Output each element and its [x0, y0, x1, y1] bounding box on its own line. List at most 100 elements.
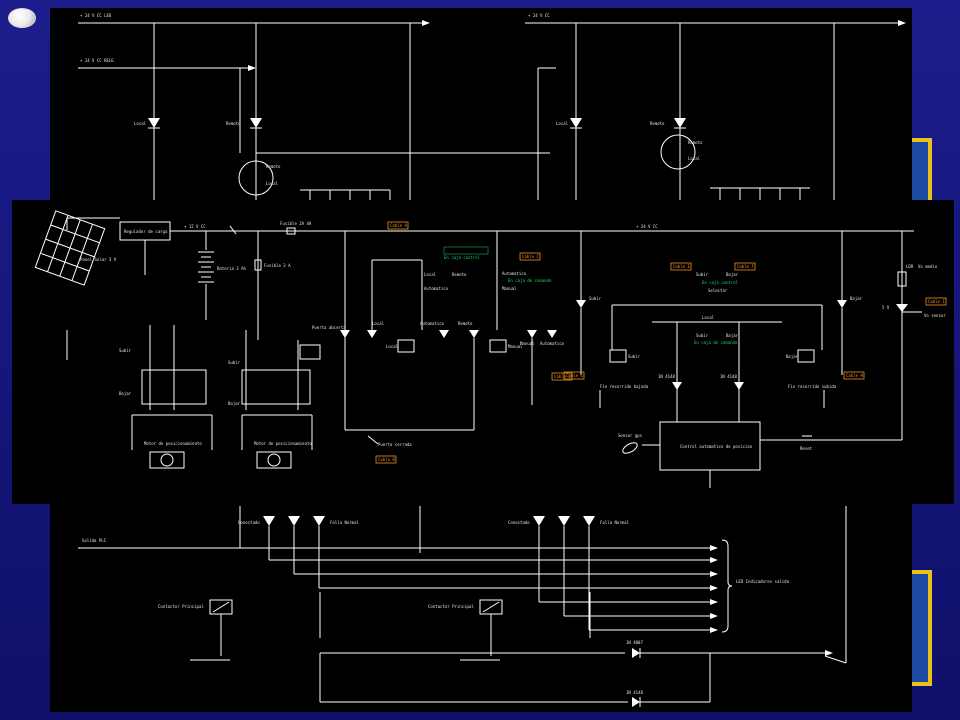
led-local-right-label: Local	[556, 121, 569, 126]
led-group-brace	[721, 539, 733, 633]
subir-led-label: Subir	[589, 296, 602, 301]
diode-1-label: 1N 4148	[658, 374, 675, 379]
cable-e-box	[670, 262, 692, 271]
led-local-left	[148, 118, 160, 129]
auto-label: Automatico	[502, 271, 527, 276]
motor-left-body	[149, 451, 185, 469]
motor-left-bajar: Bajar	[119, 391, 132, 396]
manual-led-label: Manual	[520, 341, 535, 346]
leds-right-bottom	[533, 516, 595, 526]
auto-led-label: Automatico	[420, 321, 445, 326]
en-caja-comando-label: En caja de comando	[508, 278, 552, 283]
motor-right-bajar: Bajar	[228, 401, 241, 406]
cable-h-box	[843, 371, 865, 380]
transistor-right-local: Local	[688, 156, 701, 161]
contactor-right-label: Contactor Principal	[428, 604, 474, 609]
fin-recorrido-bajada: Fin recorrido bajada	[600, 384, 649, 389]
subir-relay	[609, 349, 627, 363]
leds-left-bottom	[263, 516, 325, 526]
led-local-right	[570, 118, 582, 129]
cable-e-label: Cable E	[673, 264, 690, 269]
ldr-label: LDR	[906, 264, 914, 269]
subir-switch-label-2: Subir	[696, 333, 709, 338]
reset-label: Reset	[800, 446, 813, 451]
subir-relay-label: Subir	[628, 354, 641, 359]
cable-i-label: Cable I	[928, 299, 945, 304]
motor-left-label: Motor de posicionamiento	[144, 441, 202, 446]
fuse-main-label: Fusible 2A 4A	[280, 221, 312, 226]
diode-b-label: 1N 4148	[626, 690, 643, 695]
cable-h-label: Cable H	[846, 373, 863, 378]
cable-f-label: Cable F	[737, 264, 754, 269]
sensor-gps-label: Sensor gps	[618, 433, 643, 438]
motor-left-subir: Subir	[119, 348, 132, 353]
en-caja-comando-2-label: En caja de comando	[694, 340, 738, 345]
fuse-secondary	[254, 259, 262, 271]
bottom-left-falla: Falla Normal	[330, 520, 359, 525]
cable-c-label: Cable C	[522, 254, 539, 259]
schematic-front-svg: Panel Solar 3 V Regulador de carga + 12 …	[34, 210, 947, 488]
cable-b-box	[375, 455, 397, 464]
bajar-led-label: Bajar	[850, 296, 863, 301]
puerta-cerrada-label: Puerta cerrada	[378, 442, 412, 447]
slide-bullet-icon	[8, 8, 36, 28]
bus-24v-led-label: + 24 V CC LED	[80, 13, 112, 18]
cable-d-label: Cable D	[554, 374, 571, 379]
led-remote-right	[674, 118, 686, 129]
transistor-left-local: Local	[266, 181, 279, 186]
bottom-left-conectado: Conectado	[238, 520, 260, 525]
en-caja-control-2-label: En caja control	[702, 280, 739, 285]
cable-a-label: Cable A	[390, 223, 407, 228]
local-relay-label: Local	[386, 344, 399, 349]
bottom-right-conectado: Conectado	[508, 520, 530, 525]
fuse-main	[286, 227, 296, 235]
fuse-secondary-label: Fusible 3 A	[264, 263, 291, 268]
cable-f-box	[734, 262, 756, 271]
local-led-label: Local	[372, 321, 385, 326]
charge-regulator-label: Regulador de carga	[124, 229, 168, 234]
motor-right-switch-box	[241, 369, 311, 405]
leds-mid-left	[340, 330, 479, 338]
manual-label: Manual	[502, 286, 517, 291]
vo-label: 5 V	[882, 305, 890, 310]
vo-sensor-label: Vo sensor	[924, 313, 946, 318]
diode-a	[632, 648, 640, 658]
bajar-relay-label: Bajar	[786, 354, 799, 359]
cable-a-box	[387, 221, 409, 230]
motor-right-icon	[267, 453, 281, 467]
motor-right-body	[256, 451, 292, 469]
sensor-gps-icon	[622, 442, 638, 454]
ldr-resistor	[897, 271, 907, 287]
zener-icon	[896, 304, 908, 312]
manual-relay	[489, 339, 507, 353]
diode-2	[734, 382, 744, 390]
leds-mid-right	[527, 330, 557, 338]
bajar-switch-label: Bajar	[726, 272, 739, 277]
bus-24v-right-label: + 24 V CC	[528, 13, 550, 18]
cable-g-box	[563, 371, 585, 380]
diode-a-label: 1N 4007	[626, 640, 643, 645]
diode-b	[632, 697, 640, 707]
cable-b-label: Cable B	[378, 457, 395, 462]
battery-label: Bateria 3 Ah	[217, 266, 246, 271]
subir-switch-label: Subir	[696, 272, 709, 277]
diode-2-label: 1N 4148	[720, 374, 737, 379]
transistor-right-remoto: Remoto	[688, 140, 703, 145]
led-remote-right-label: Remoto	[650, 121, 665, 126]
transistor-left-remoto: Remoto	[266, 164, 281, 169]
selector-automatico: Automatico	[424, 286, 449, 291]
selector-remoto: Remoto	[452, 272, 467, 277]
transistor-left	[238, 160, 274, 196]
motor-left-switch-box	[141, 369, 207, 405]
bajar-switch-label-2: Bajar	[726, 333, 739, 338]
schematic-back-svg: + 24 V CC LED + 24 V CC RELE + 24 V CC L…	[78, 13, 906, 707]
motor-left-icon	[160, 453, 174, 467]
motor-right-subir: Subir	[228, 360, 241, 365]
cable-g-label: Cable G	[566, 373, 583, 378]
salida-plc-label: Salida PLC	[82, 538, 107, 543]
solar-panel-label: Panel Solar 3 V	[80, 257, 117, 262]
puerta-abierta-label: Puerta abierta	[312, 325, 346, 330]
bus-12v-label: + 12 V CC	[184, 224, 206, 229]
cable-c-box	[519, 252, 541, 261]
